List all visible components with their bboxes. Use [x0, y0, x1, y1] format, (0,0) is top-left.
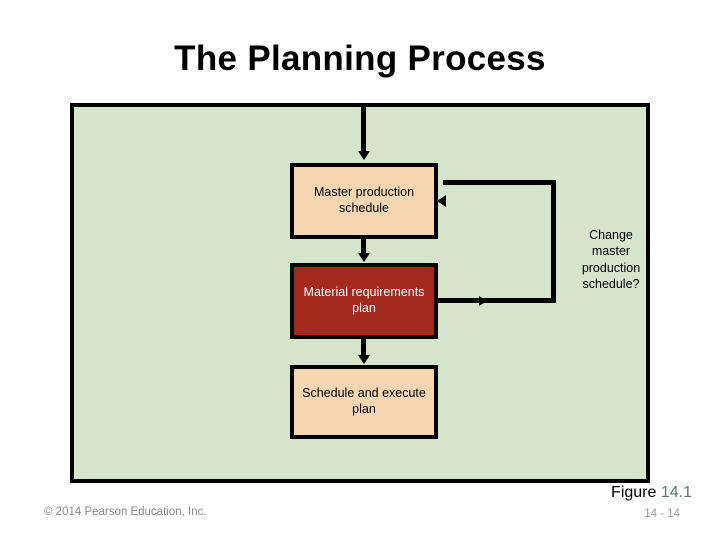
arrow-into-material-plan-icon — [357, 253, 370, 262]
connector-feedback-right — [551, 180, 556, 303]
flow-box-master-production-schedule-label: Master production schedule — [313, 185, 415, 215]
flow-box-schedule-and-execute-plan: Schedule and execute plan — [290, 365, 438, 439]
arrow-into-schedule-exec-icon — [357, 355, 370, 364]
flow-box-material-requirements-plan-label: Material requirements plan — [303, 285, 425, 315]
decision-label-line-4: schedule? — [582, 276, 640, 291]
decision-label-change-master-schedule: Change master production schedule? — [568, 227, 654, 292]
connector-material-to-schedule — [361, 339, 366, 357]
page-title: The Planning Process — [174, 39, 546, 78]
copyright-notice: © 2014 Pearson Education, Inc. — [44, 506, 207, 518]
arrow-feedback-into-master-icon — [437, 195, 446, 207]
figure-caption-number: 14.1 — [660, 484, 692, 501]
decision-label-line-3: production — [581, 260, 641, 275]
flow-box-material-requirements-plan: Material requirements plan — [290, 263, 438, 339]
flow-box-master-production-schedule: Master production schedule — [290, 163, 438, 239]
decision-label-line-2: master — [591, 244, 631, 259]
connector-feedback-top — [443, 180, 556, 185]
diagram-panel: Master production schedule Material requ… — [70, 103, 650, 483]
figure-caption-word: Figure — [611, 484, 657, 501]
figure-caption: Figure 14.1 — [611, 484, 692, 502]
decision-label-line-1: Change — [589, 228, 633, 242]
slide-number: 14 - 14 — [644, 508, 680, 520]
arrow-into-master-schedule-icon — [357, 151, 370, 160]
connector-master-to-material — [361, 239, 366, 255]
connector-top-stem — [361, 107, 366, 155]
flow-box-schedule-and-execute-plan-label: Schedule and execute plan — [302, 386, 426, 416]
connector-feedback-bottom — [438, 298, 556, 303]
arrow-feedback-outbound-icon — [479, 295, 487, 306]
